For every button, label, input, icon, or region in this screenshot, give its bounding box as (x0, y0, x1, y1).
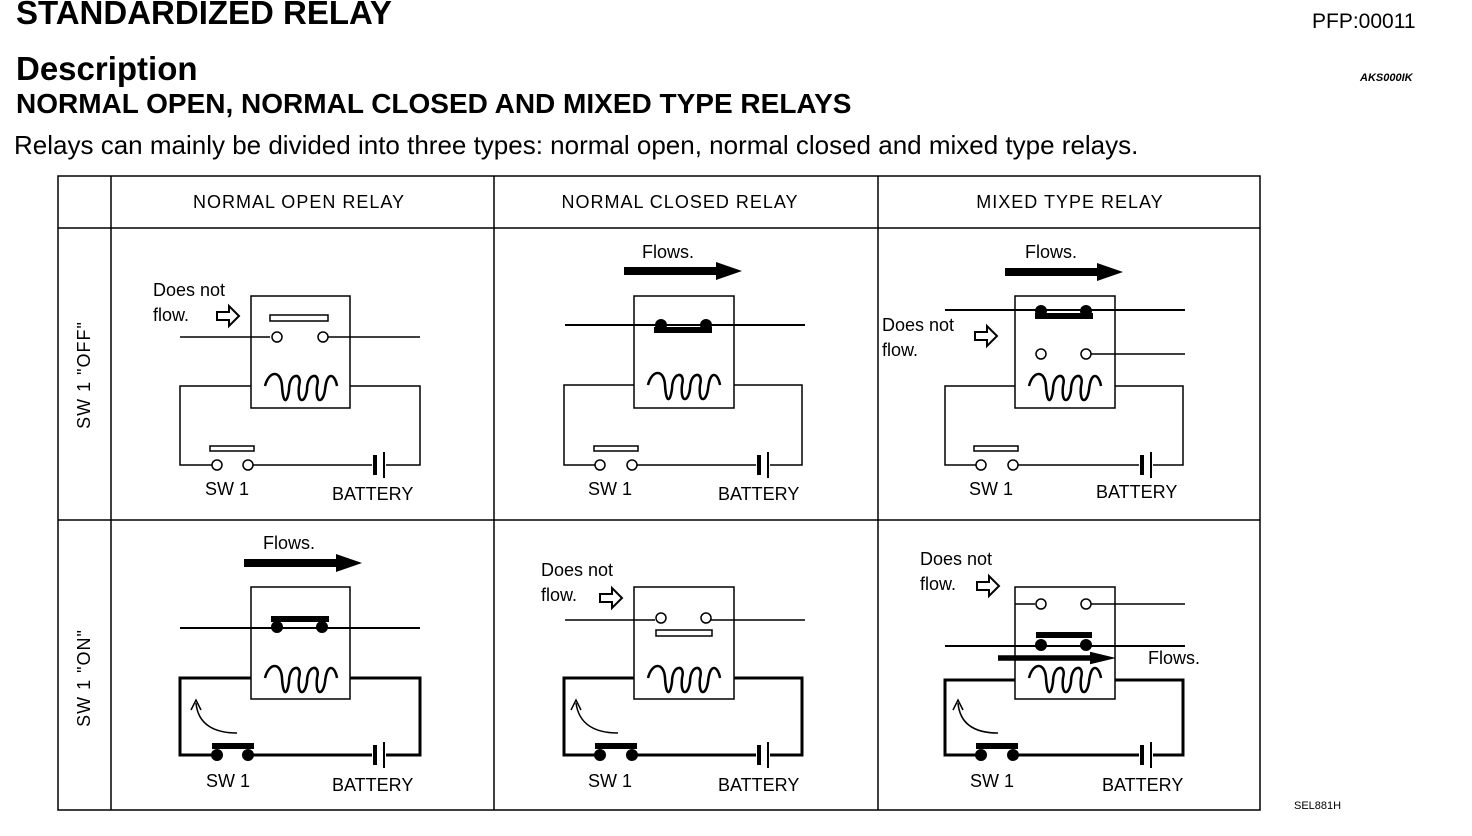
figure-code: SEL881H (1294, 800, 1342, 812)
page-title: STANDARDIZED RELAY (16, 0, 392, 31)
battery-label: BATTERY (332, 775, 413, 795)
row-header-sw-on: SW 1 "ON" (74, 629, 94, 727)
part-code: PFP:00011 (1312, 10, 1416, 33)
switch-label: SW 1 (588, 479, 632, 499)
column-header-normal-open: NORMAL OPEN RELAY (193, 192, 405, 212)
battery-label: BATTERY (718, 775, 799, 795)
does-not-label: Does not (882, 315, 954, 335)
flow-arrow-icon (1005, 263, 1123, 281)
cell-mixed-off: Flows. Does not flow. SW 1 BATTERY (882, 242, 1185, 502)
column-header-mixed-type: MIXED TYPE RELAY (976, 192, 1163, 212)
flow-label: flow. (920, 574, 956, 594)
switch-label: SW 1 (970, 771, 1014, 791)
no-flow-arrow-icon (974, 325, 998, 347)
battery-label: BATTERY (332, 484, 413, 504)
column-header-normal-closed: NORMAL CLOSED RELAY (561, 192, 798, 212)
does-not-label: Does not (920, 549, 992, 569)
flow-arrow-icon (244, 554, 362, 572)
battery-label: BATTERY (1102, 775, 1183, 795)
does-not-label: Does not (541, 560, 613, 580)
no-flow-arrow-icon (216, 305, 240, 327)
flow-arrow-icon (624, 262, 742, 280)
switch-label: SW 1 (206, 771, 250, 791)
current-arrow-icon (570, 698, 582, 711)
row-header-sw-off: SW 1 "OFF" (74, 321, 94, 429)
switch-label: SW 1 (969, 479, 1013, 499)
no-flow-arrow-icon (976, 575, 1000, 597)
current-arrow-icon (190, 698, 202, 711)
flow-label: flow. (882, 340, 918, 360)
battery-label: BATTERY (718, 484, 799, 504)
flows-label: Flows. (642, 242, 694, 262)
flow-label: flow. (153, 305, 189, 325)
no-flow-arrow-icon (599, 587, 623, 609)
flow-label: flow. (541, 585, 577, 605)
table-grid (57, 175, 1261, 811)
flows-label: Flows. (263, 533, 315, 553)
does-not-label: Does not (153, 280, 225, 300)
cell-normal-closed-on: Does not flow. SW 1 BATTERY (541, 560, 805, 795)
intro-text: Relays can mainly be divided into three … (14, 130, 1139, 160)
cell-normal-open-off: Does not flow. SW 1 BATTERY (153, 280, 421, 504)
section-code: AKS000IK (1360, 72, 1413, 84)
battery-label: BATTERY (1096, 482, 1177, 502)
flows-label: Flows. (1148, 648, 1200, 668)
cell-normal-closed-off: Flows. SW 1 BATTERY (563, 242, 805, 504)
cell-normal-open-on: Flows. SW 1 BATTERY (178, 533, 422, 795)
subtitle: NORMAL OPEN, NORMAL CLOSED AND MIXED TYP… (16, 88, 852, 119)
flows-label: Flows. (1025, 242, 1077, 262)
switch-label: SW 1 (588, 771, 632, 791)
section-heading: Description (16, 50, 198, 87)
switch-label: SW 1 (205, 479, 249, 499)
current-arrow-icon (952, 698, 964, 711)
cell-mixed-on: Flows. Does not flow. SW 1 BATTERY (920, 549, 1200, 795)
